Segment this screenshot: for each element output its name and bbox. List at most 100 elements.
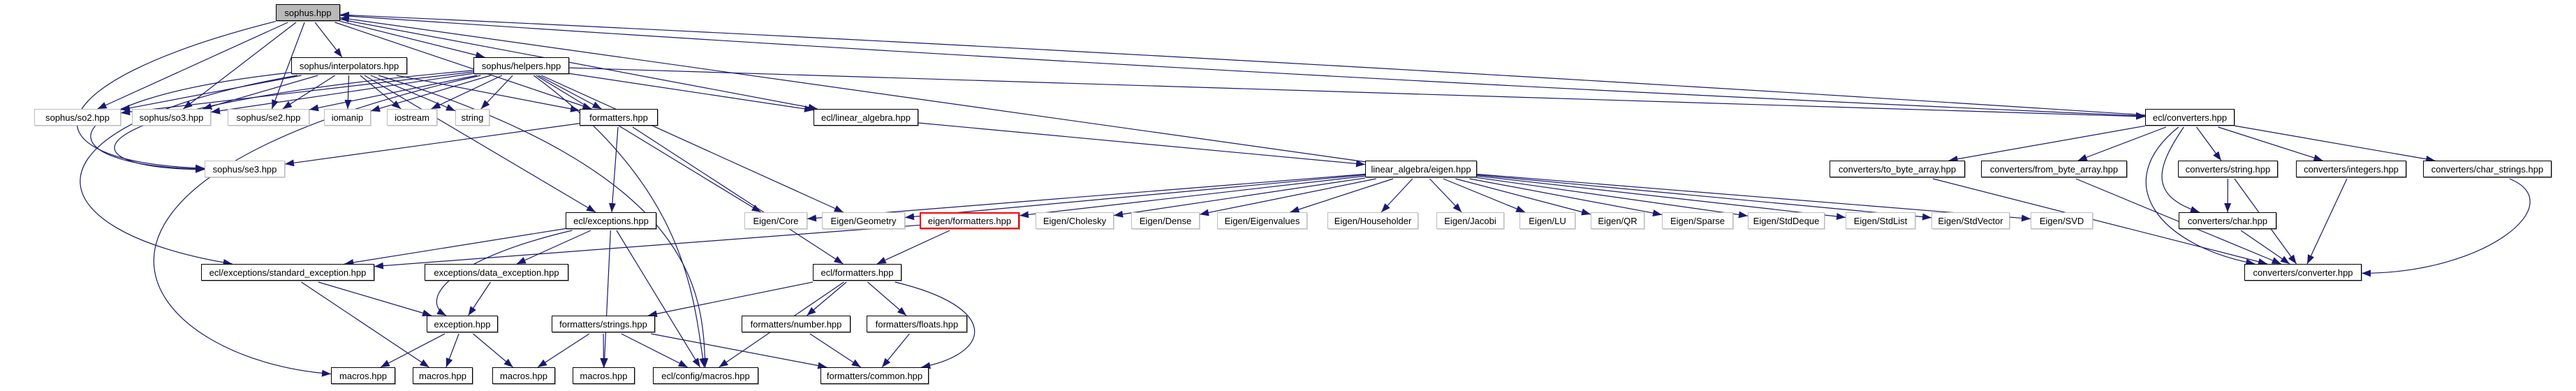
edge-converters-to-to_byte [1948,125,2146,163]
edge-to_byte-to-converter [1932,178,2268,265]
edge-la_eigen-to-eigen_core [807,173,1366,222]
edge-helpers-to-formatters [538,75,602,110]
edge-standard_exception-to-macros2 [301,281,429,368]
node-char_strings[interactable]: converters/char_strings.hpp [2423,161,2552,177]
edge-sophus-to-helpers [339,20,485,59]
node-interpolators[interactable]: sophus/interpolators.hpp [291,57,407,74]
edge-exception-to-macros2 [446,333,459,368]
edge-sophus-to-so3 [183,22,297,110]
edge-interpolators-to-string [370,75,456,112]
edge-converters-to-conv_char [2161,126,2200,213]
edge-helpers-to-se3 [114,70,474,173]
node-eigen_core[interactable]: Eigen/Core [744,212,807,229]
node-la_eigen[interactable]: linear_algebra/eigen.hpp [1365,161,1477,177]
node-standard_exception[interactable]: ecl/exceptions/standard_exception.hpp [201,264,374,281]
node-eigen_lu[interactable]: Eigen/LU [1519,212,1575,229]
edge-sophus-to-converters [339,15,2146,119]
edge-helpers-to-eigen_geometry [540,75,844,213]
edge-la_eigen-to-eigen_lu [1443,178,1526,213]
node-eigen_cholesky[interactable]: Eigen/Cholesky [1036,212,1114,229]
node-eigen_sparse[interactable]: Eigen/Sparse [1662,212,1733,229]
edge-helpers-to-se2 [309,75,478,112]
node-fmt_common[interactable]: formatters/common.hpp [820,367,929,384]
node-string[interactable]: string [455,109,490,126]
node-fmt_number[interactable]: formatters/number.hpp [742,316,851,332]
edge-converters-to-integers [2218,126,2323,161]
node-helpers[interactable]: sophus/helpers.hpp [473,57,569,74]
node-eigen_geometry[interactable]: Eigen/Geometry [822,212,905,229]
node-eigen_householder[interactable]: Eigen/Householder [1327,212,1418,229]
node-macros3[interactable]: macros.hpp [492,367,555,384]
edge-from_byte-to-converter [2075,178,2281,265]
edge-converters-to-char_strings [2234,125,2436,163]
node-config_macros[interactable]: ecl/config/macros.hpp [653,367,758,384]
edge-interpolators-to-formatters [396,75,580,112]
edge-interpolators-to-se3 [90,72,292,172]
node-converters[interactable]: ecl/converters.hpp [2145,109,2235,126]
node-eigen_dense[interactable]: Eigen/Dense [1131,212,1200,229]
edge-la_eigen-to-eigen_sparse [1469,178,1663,216]
edge-sophus-to-formatters [334,22,592,110]
edge-interpolators-to-exceptions [364,75,596,213]
edge-converters-to-from_byte [2077,126,2167,161]
edge-exception-to-macros1 [380,333,446,368]
node-eigen_svd[interactable]: Eigen/SVD [2031,212,2093,229]
node-fmt_floats[interactable]: formatters/floats.hpp [867,316,967,332]
edge-la_eigen-to-eigen_qr [1455,178,1591,216]
node-sophus[interactable]: sophus.hpp [276,4,340,21]
node-se3[interactable]: sophus/se3.hpp [205,161,285,177]
node-integers[interactable]: converters/integers.hpp [2296,161,2406,177]
node-to_byte[interactable]: converters/to_byte_array.hpp [1830,161,1965,177]
node-so3[interactable]: sophus/so3.hpp [132,109,211,126]
node-conv_string[interactable]: converters/string.hpp [2178,161,2278,177]
edge-conv_char-to-converter [2240,230,2290,265]
edge-fmt_floats-to-fmt_common [881,333,910,368]
node-fmt_strings[interactable]: formatters/strings.hpp [552,316,655,332]
edge-sophus-to-linear_algebra [339,19,818,111]
node-so2[interactable]: sophus/so2.hpp [34,109,121,126]
edge-fmt_strings-to-macros3 [537,333,590,368]
node-eigen_formatters[interactable]: eigen/formatters.hpp [920,212,1020,229]
edge-interpolators-to-so2 [120,75,302,112]
edge-eigen_formatters-to-standard_exception [374,224,920,270]
edge-data_exception-to-exception [468,281,491,316]
node-eigen_qr[interactable]: Eigen/QR [1591,212,1644,229]
node-eigen_jacobi[interactable]: Eigen/Jacobi [1436,212,1504,229]
node-eigen_eigenvalues[interactable]: Eigen/Eigenvalues [1217,212,1307,229]
node-se2[interactable]: sophus/se2.hpp [228,109,309,126]
node-macros2[interactable]: macros.hpp [413,367,473,384]
edge-la_eigen-to-eigen_dense [1199,178,1376,216]
edge-helpers-to-so3 [210,73,474,115]
node-exception[interactable]: exception.hpp [427,316,498,332]
edge-converters-to-sophus [339,11,2146,116]
edge-la_eigen-to-sophus [339,15,1366,163]
edge-formatters-to-se3 [284,123,580,167]
node-eigen_stddeque[interactable]: Eigen/StdDeque [1748,212,1825,229]
edge-la_eigen-to-eigen_formatters [1019,175,1366,219]
node-macros4[interactable]: macros.hpp [573,367,635,384]
node-eigen_stdlist[interactable]: Eigen/StdList [1846,212,1915,229]
edge-exceptions-to-standard_exception [344,228,566,266]
node-eigen_stdvector[interactable]: Eigen/StdVector [1931,212,2010,229]
edge-ecl_formatters-to-fmt_floats [867,281,907,316]
edge-helpers-to-linear_algebra [568,73,814,112]
node-iostream[interactable]: iostream [387,109,437,126]
edge-helpers-to-eigen_core [536,75,761,213]
edge-converters-to-converter [2145,126,2255,266]
edge-helpers-to-so2 [120,71,474,116]
node-ecl_formatters[interactable]: ecl/formatters.hpp [813,264,901,281]
node-from_byte[interactable]: converters/from_byte_array.hpp [1981,161,2127,177]
edge-helpers-to-macros1 [153,75,481,377]
edge-interpolators-to-se2 [282,75,336,110]
node-iomanip[interactable]: iomanip [324,109,371,126]
node-macros1[interactable]: macros.hpp [331,367,395,384]
node-conv_char[interactable]: converters/char.hpp [2179,212,2276,229]
node-linear_algebra[interactable]: ecl/linear_algebra.hpp [814,109,918,126]
edge-ecl_formatters-to-fmt_strings [647,281,814,318]
node-converter[interactable]: converters/converter.hpp [2244,264,2362,281]
node-exceptions[interactable]: ecl/exceptions.hpp [566,212,656,229]
edge-formatters-to-exceptions [608,126,619,213]
node-formatters[interactable]: formatters.hpp [580,109,658,126]
node-data_exception[interactable]: exceptions/data_exception.hpp [425,264,568,281]
